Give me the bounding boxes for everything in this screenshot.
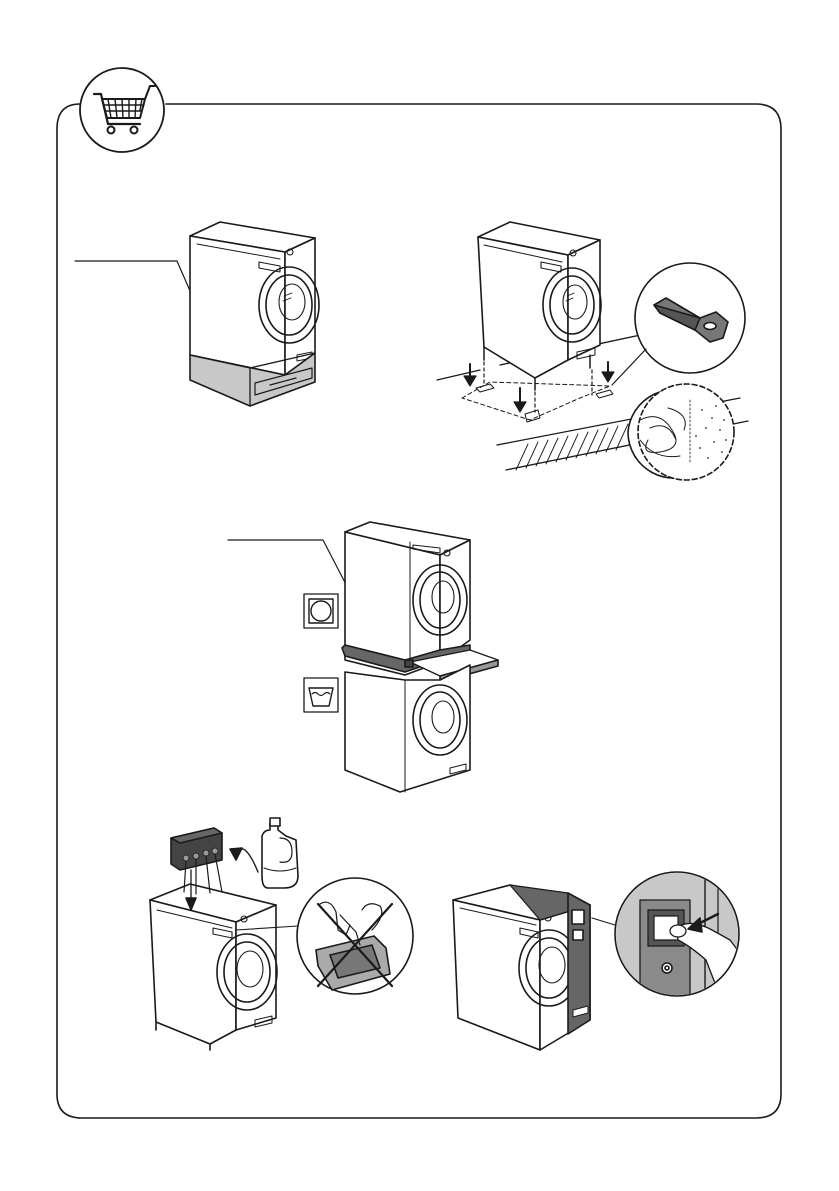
washer-feet-anchors: [437, 222, 748, 480]
floor-texture-icon: [628, 384, 734, 480]
stacking-kit: [228, 522, 498, 792]
dryer-symbol-icon: [304, 594, 338, 628]
coin-insert-hand-icon: [592, 872, 742, 1000]
washing-symbol-icon: [304, 678, 338, 712]
detergent-dosing: [150, 818, 413, 1050]
washer-icon: [150, 884, 277, 1050]
shopping-cart-icon: [80, 68, 164, 152]
washer-on-pedestal: [75, 222, 319, 406]
payment-unit: [453, 872, 742, 1050]
detergent-bottle-icon: [230, 818, 298, 888]
washer-icon: [345, 665, 470, 792]
washer-icon: [478, 222, 601, 390]
zoom-circle-bracket: [612, 263, 745, 385]
washer-icon: [190, 222, 319, 375]
